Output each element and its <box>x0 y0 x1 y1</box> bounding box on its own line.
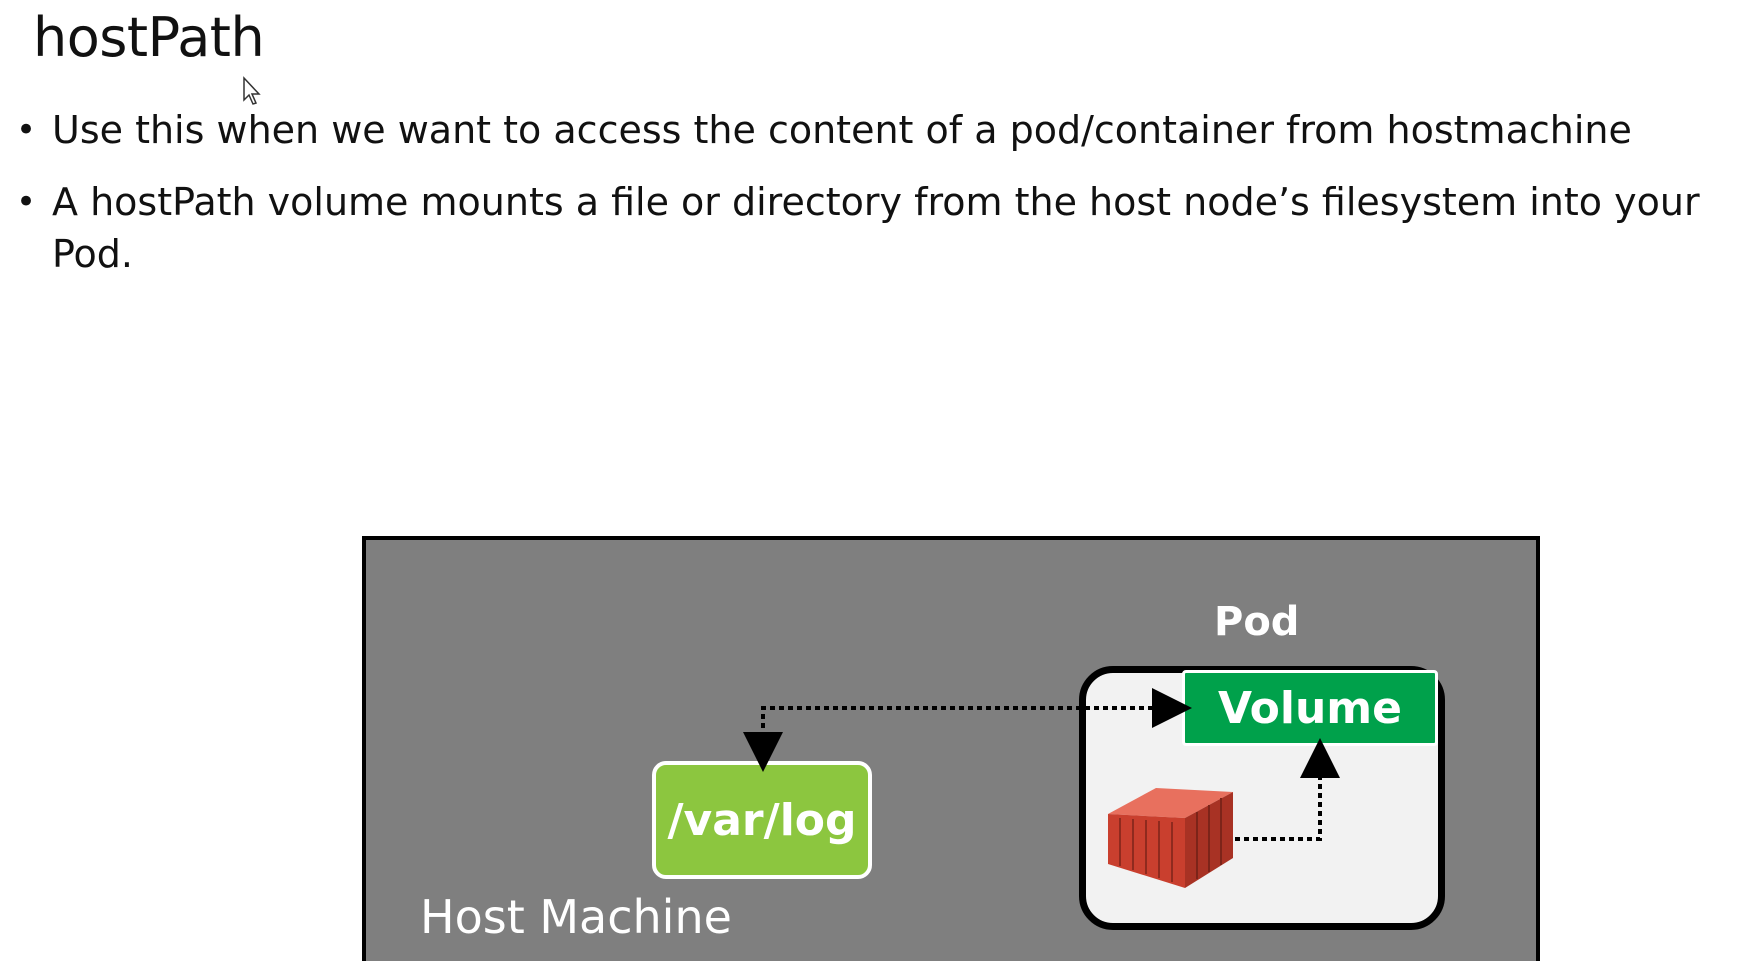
slide-title: hostPath <box>33 6 265 69</box>
bullet-item: • A hostPath volume mounts a file or dir… <box>16 176 1742 280</box>
bullet-dot-icon: • <box>16 182 37 222</box>
var-log-box: /var/log <box>652 761 872 879</box>
volume-label: Volume <box>1218 682 1402 734</box>
bullet-text: Use this when we want to access the cont… <box>52 108 1632 152</box>
bullet-text: A hostPath volume mounts a file or direc… <box>52 180 1700 276</box>
host-machine-label: Host Machine <box>420 890 732 944</box>
var-log-label: /var/log <box>667 794 857 846</box>
bullet-dot-icon: • <box>16 110 37 150</box>
mouse-cursor-icon <box>243 76 261 105</box>
pod-label: Pod <box>1214 599 1300 645</box>
volume-box: Volume <box>1182 670 1438 746</box>
bullet-item: • Use this when we want to access the co… <box>16 104 1742 156</box>
